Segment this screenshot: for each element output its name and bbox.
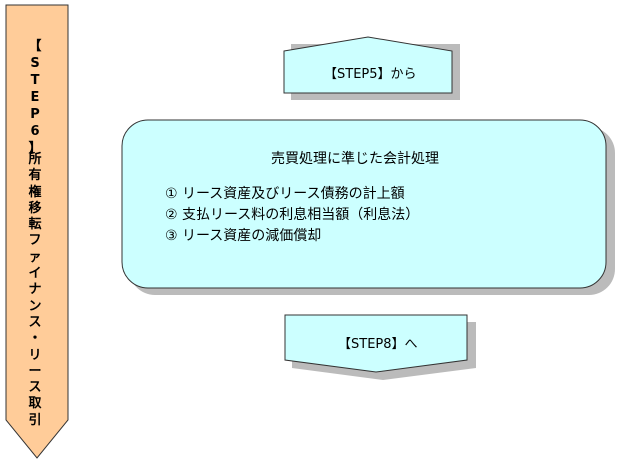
title-char: 権 (28, 184, 42, 200)
main-box-item-2: ② 支払リース料の利息相当額（利息法） (165, 207, 420, 223)
main-box-item-1: ① リース資産及びリース債務の計上額 (165, 186, 405, 202)
step-char: S (30, 56, 40, 71)
step-char: P (30, 107, 40, 122)
title-char: ー (28, 363, 42, 379)
step6-label: 【 S T E P 6 】 (20, 38, 50, 157)
step6-banner-arrow (5, 4, 69, 459)
title-char: フ (28, 233, 42, 249)
from-step5-label: 【STEP5】から (324, 67, 417, 82)
title-char: 取 (28, 396, 42, 412)
step6-title: 所 有 権 移 転 フ ァ イ ナ ン ス ・ リ ー ス 取 引 (20, 152, 50, 429)
step-char: E (30, 90, 40, 105)
title-char: ナ (28, 282, 42, 298)
title-char: ン (28, 298, 42, 314)
title-char: 所 (28, 152, 42, 167)
to-step8-label: 【STEP8】へ (338, 337, 418, 352)
to-arrow-shape (284, 314, 468, 373)
step-char: 【 (28, 39, 42, 54)
title-char: ス (28, 380, 42, 396)
main-box-item-3: ③ リース資産の減価償却 (165, 228, 322, 244)
main-box-title: 売買処理に準じた会計処理 (271, 151, 439, 167)
title-char: 有 (28, 168, 42, 184)
title-char: 引 (28, 412, 42, 428)
main-box-shape (121, 119, 607, 289)
title-char: リ (28, 347, 42, 363)
title-char: ァ (28, 249, 42, 265)
step-char: T (30, 73, 40, 88)
from-arrow-shape (283, 36, 453, 94)
title-char: 移 (28, 200, 42, 216)
title-char: ・ (28, 331, 42, 347)
title-char: 転 (28, 217, 42, 233)
title-char: ス (28, 314, 42, 330)
step-char: 6 (30, 124, 40, 139)
step-char: 】 (28, 141, 42, 156)
title-char: イ (28, 266, 42, 282)
